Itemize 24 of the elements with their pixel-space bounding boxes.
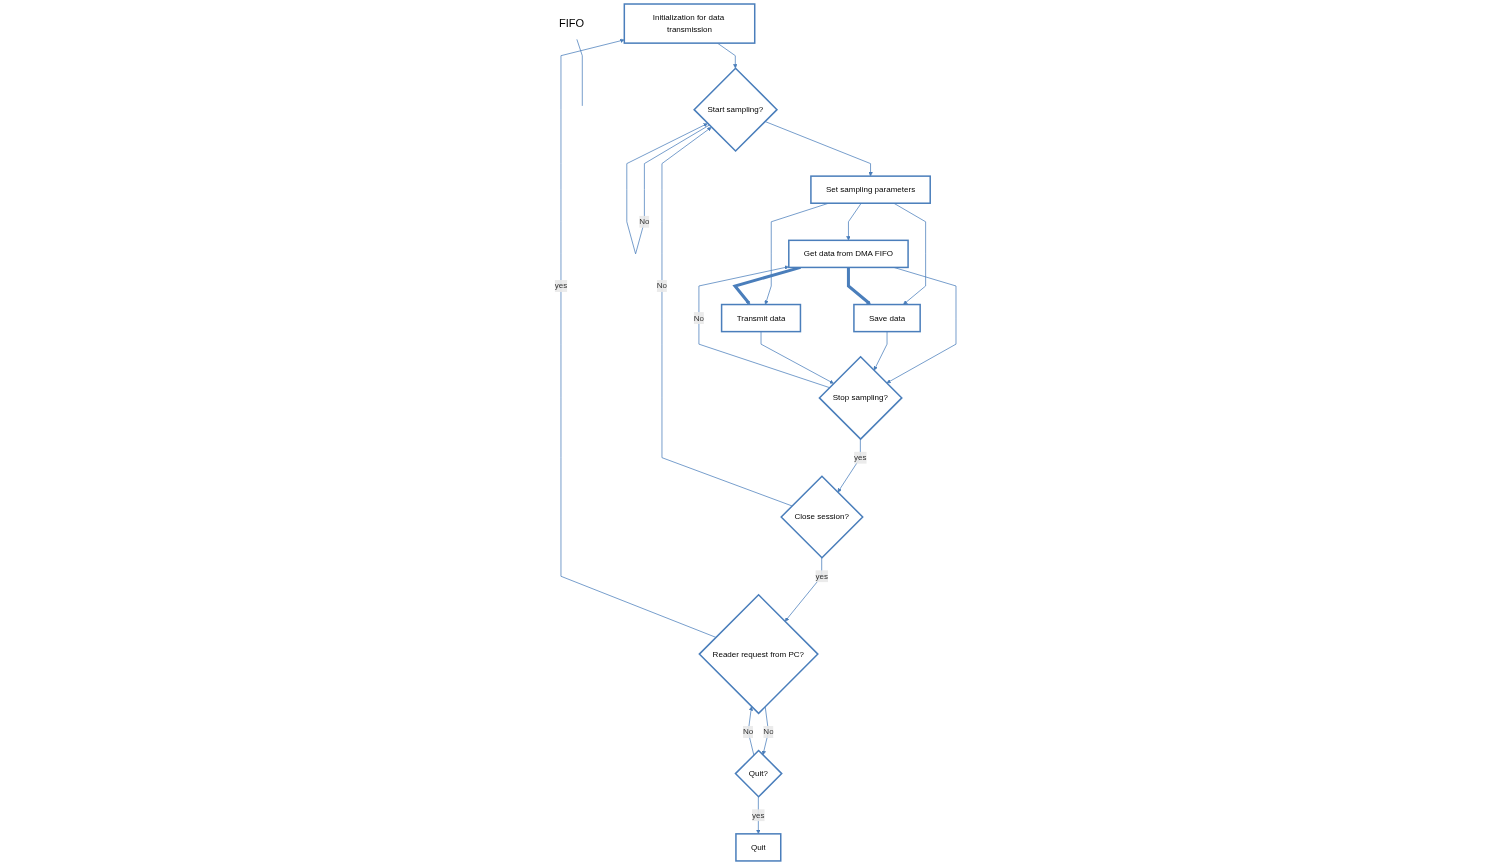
node-box: Set sampling parameters [809, 175, 931, 204]
edge-label: No [762, 727, 774, 736]
connector [576, 39, 583, 107]
node-diamond: Stop sampling? [817, 355, 903, 441]
arrow [846, 267, 871, 305]
node-diamond: Start sampling? [692, 67, 778, 153]
edge-label: No [742, 727, 753, 736]
node-box: Initialization for data transmission [623, 3, 755, 44]
edge-label: No [656, 281, 667, 290]
edge-label: yes [814, 571, 828, 581]
edge-label: yes [853, 453, 867, 462]
edge-label: yes [554, 281, 567, 290]
node-box: Get data from DMA FIFO [787, 239, 909, 269]
node-box: Transmit data [720, 303, 801, 333]
node-box: Save data [852, 303, 921, 333]
arrow [731, 266, 801, 305]
edge-label: No [693, 313, 704, 323]
node-diamond: Close session? [779, 475, 864, 559]
node-text: FIFO [558, 17, 584, 30]
edge-label: No [638, 217, 650, 226]
edge-label: yes [751, 810, 765, 820]
node-box: Quit [734, 833, 781, 862]
node-diamond: Reader request from PC? [697, 593, 819, 715]
node-diamond: Quit? [733, 749, 783, 798]
